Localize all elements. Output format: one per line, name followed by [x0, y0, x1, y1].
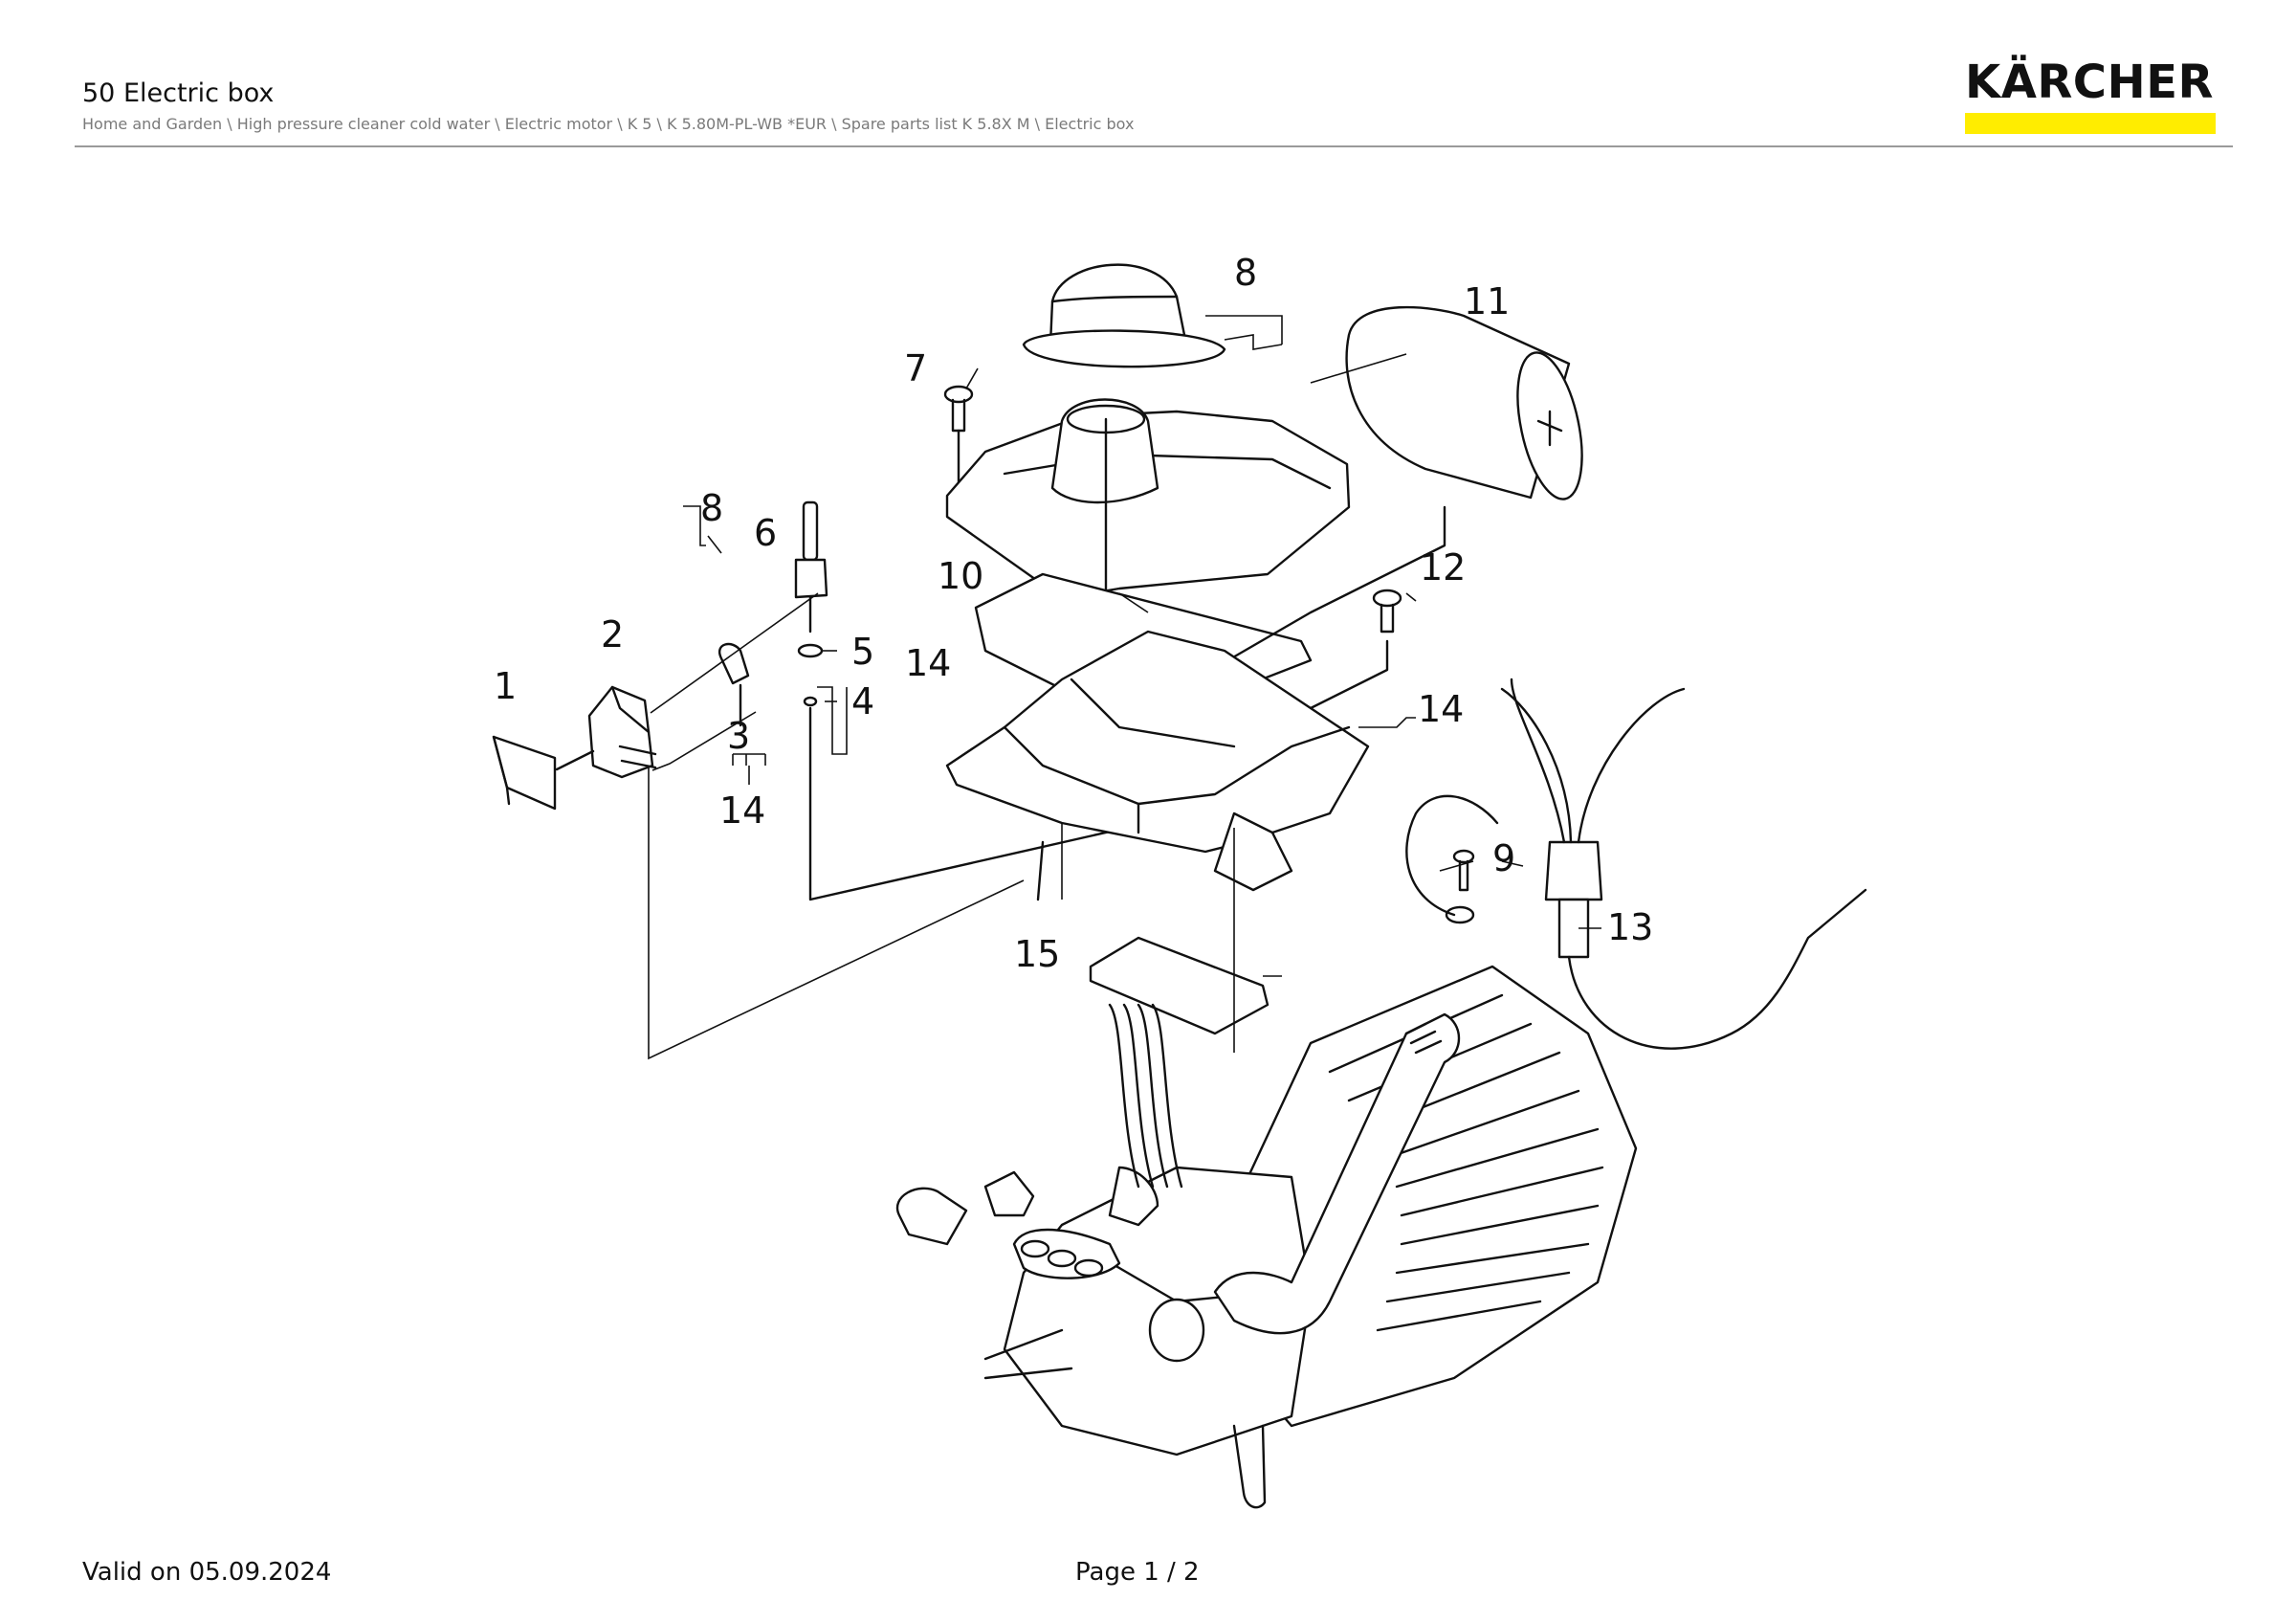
- position-label: 6: [754, 512, 777, 554]
- part-1-plate: [492, 735, 557, 811]
- position-label: 7: [904, 347, 927, 389]
- breadcrumb: Home and Garden \ High pressure cleaner …: [82, 115, 1135, 133]
- page-title: 50 Electric box: [82, 78, 275, 108]
- position-label: 12: [1420, 546, 1466, 589]
- brand-wordmark: KÄRCHER: [1965, 56, 2214, 109]
- brand-yellow-bar: [1965, 113, 2216, 134]
- part-4-oring: [803, 696, 1150, 901]
- valid-date: Valid on 05.09.2024: [82, 1558, 332, 1587]
- part-5-washer: [797, 643, 824, 658]
- part-13-cable-gland: [1500, 678, 1867, 1050]
- position-label: 14: [719, 789, 765, 832]
- position-label: 10: [938, 555, 983, 597]
- part-15-seal: [1089, 936, 1269, 1035]
- page-number: Page 1 / 2: [1075, 1558, 1200, 1587]
- electric-box-lid: [945, 398, 1351, 710]
- wire-harness: [1108, 1003, 1183, 1189]
- position-label: 15: [1014, 933, 1060, 975]
- exploded-parts-drawing: 1 2 3 4 5 6 7 8 8 9 10 11 12 13 14 14 14…: [492, 252, 1867, 1509]
- electric-box-housing: [945, 630, 1370, 901]
- position-label: 4: [851, 680, 874, 723]
- motor-and-pump: [895, 965, 1638, 1509]
- part-2-switch: [555, 685, 657, 779]
- brand-logo: KÄRCHER: [1965, 59, 2218, 134]
- position-label: 1: [494, 665, 517, 707]
- position-label: 11: [1464, 280, 1510, 322]
- leader-lines: [648, 315, 1601, 1060]
- position-label: 2: [601, 613, 624, 656]
- position-label: 8: [700, 487, 723, 529]
- position-label: 14: [1418, 688, 1464, 730]
- position-numbers: 1 2 3 4 5 6 7 8 8 9 10 11 12 13 14 14 14…: [494, 252, 1653, 975]
- position-label: 14: [905, 642, 951, 684]
- part-8-cap: [1022, 263, 1226, 368]
- part-12-screw: [1309, 589, 1402, 710]
- position-label: 5: [851, 631, 874, 673]
- position-label: 3: [727, 715, 750, 757]
- header-divider: [75, 145, 2233, 147]
- part-9-ground-screw: [1405, 794, 1499, 924]
- position-label: 13: [1607, 906, 1653, 948]
- position-label: 9: [1492, 837, 1515, 879]
- position-label: 8: [1234, 252, 1257, 294]
- part-6-sensor: [794, 500, 828, 634]
- part-3-clip: [718, 642, 750, 727]
